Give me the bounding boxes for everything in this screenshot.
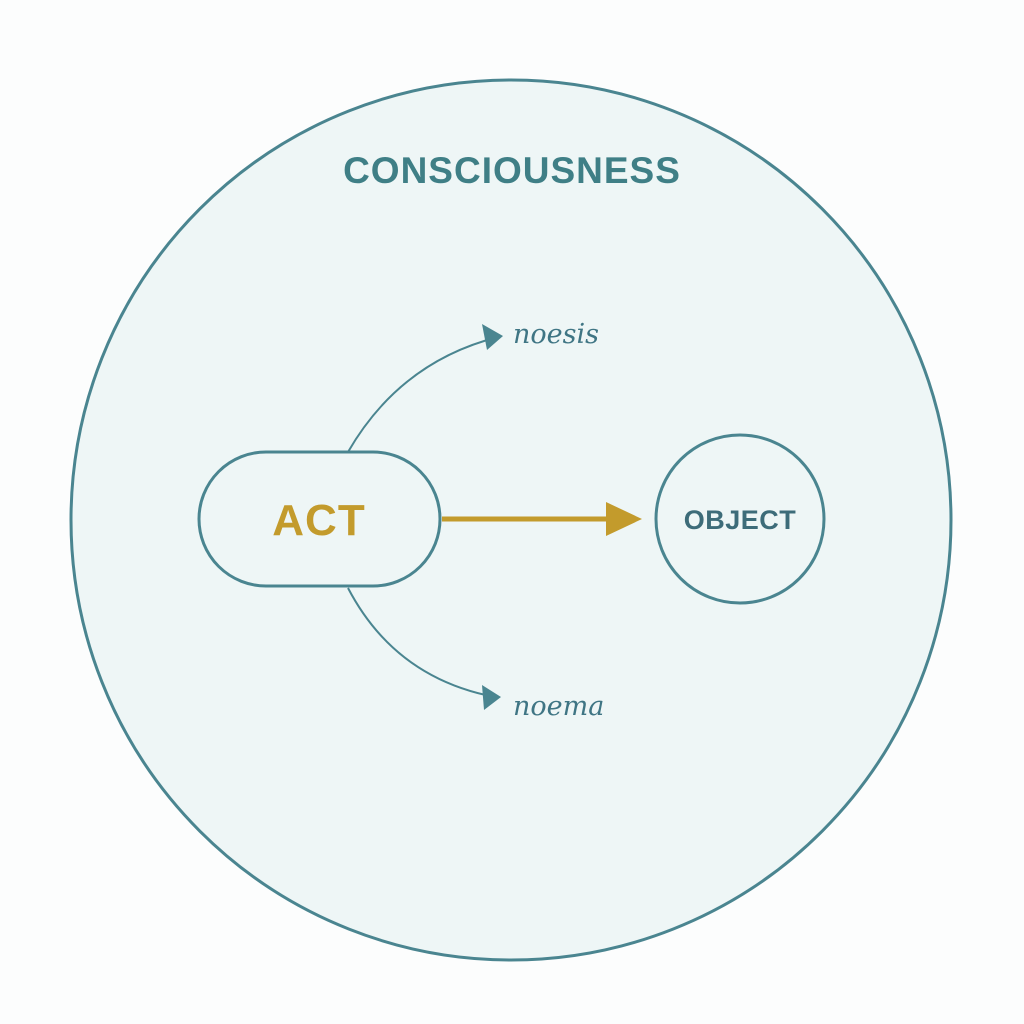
noema-arrow [347, 587, 496, 698]
object-node [654, 433, 826, 605]
noesis-arrowhead [482, 324, 503, 350]
act-node [197, 450, 442, 588]
diagram-title: CONSCIOUSNESS [343, 150, 681, 191]
noesis-arrow [347, 336, 499, 453]
noesis-label: noesis [513, 319, 599, 350]
noema-label: noema [513, 691, 604, 722]
noema-arrowhead [482, 685, 501, 710]
act-label: ACT [272, 496, 365, 545]
intentional-arrowhead [606, 502, 642, 536]
object-label: OBJECT [684, 505, 797, 535]
